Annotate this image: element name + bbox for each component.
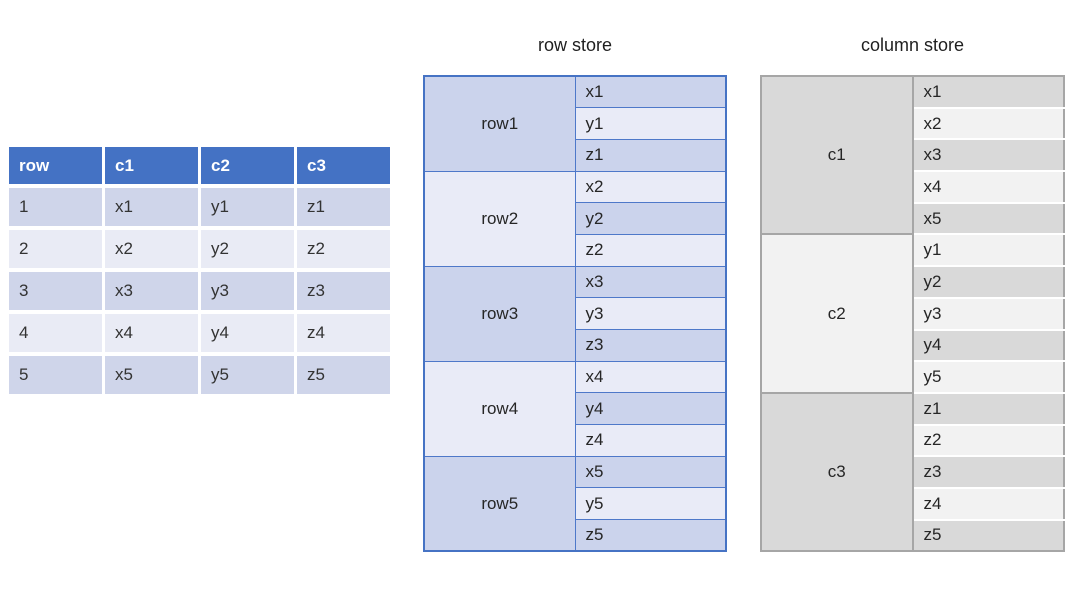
column-value-cell: z5 [911, 518, 1065, 553]
column-value-cell: z3 [911, 455, 1065, 489]
flat-table-cell: x1 [105, 188, 198, 226]
row-value-cell: x3 [574, 265, 727, 299]
flat-table-cell: y3 [201, 272, 294, 310]
flat-header-cell: row [9, 147, 102, 184]
row-value-cell: y3 [574, 297, 727, 330]
row-value-cell: y1 [574, 107, 727, 140]
column-value-cell: x5 [911, 201, 1065, 236]
column-value-cell: x3 [911, 138, 1065, 173]
column-value-cell: x2 [911, 106, 1065, 141]
flat-table-cell: y4 [201, 314, 294, 352]
column-value-cell: x1 [911, 75, 1065, 109]
row-value-cell: z1 [574, 138, 727, 172]
row-value-cell: z2 [574, 233, 727, 267]
column-store-table: c1 x1 x2 x3 x4 x5 c2 y1 y2 y3 y4 y5 c3 z… [760, 74, 1065, 553]
row-group-label: row5 [423, 455, 576, 552]
row-group-label: row1 [423, 75, 576, 172]
flat-table-cell: z5 [297, 356, 390, 394]
flat-table-cell: 1 [9, 188, 102, 226]
flat-header-cell: c3 [297, 147, 390, 184]
column-value-cell: z4 [911, 486, 1065, 521]
flat-table-cell: z3 [297, 272, 390, 310]
flat-header-cell: c2 [201, 147, 294, 184]
column-value-cell: y4 [911, 328, 1065, 363]
row-store-title: row store [537, 35, 613, 55]
source-table: row c1 c2 c3 1 x1 y1 z1 2 x2 y2 z2 3 x3 … [9, 147, 390, 394]
row-value-cell: y5 [574, 487, 727, 521]
row-value-cell: z3 [574, 329, 727, 362]
flat-table-cell: 5 [9, 356, 102, 394]
flat-table-cell: y1 [201, 188, 294, 226]
column-value-cell: y1 [911, 233, 1065, 268]
flat-table-cell: y2 [201, 230, 294, 268]
flat-table-cell: z1 [297, 188, 390, 226]
flat-table-cell: z2 [297, 230, 390, 268]
column-value-cell: z1 [911, 391, 1065, 426]
flat-table-cell: y5 [201, 356, 294, 394]
column-value-cell: z2 [911, 423, 1065, 458]
flat-table-cell: z4 [297, 314, 390, 352]
row-value-cell: y4 [574, 392, 727, 426]
row-group-label: row3 [423, 265, 576, 362]
flat-table-cell: 4 [9, 314, 102, 352]
row-value-cell: x5 [574, 455, 727, 489]
column-value-cell: x4 [911, 170, 1065, 204]
row-group-label: row2 [423, 170, 576, 267]
flat-table-cell: 2 [9, 230, 102, 268]
flat-table-cell: x5 [105, 356, 198, 394]
column-group-label: c1 [760, 74, 914, 236]
row-value-cell: x1 [574, 75, 727, 109]
column-value-cell: y5 [911, 360, 1065, 394]
row-value-cell: x4 [574, 360, 727, 394]
column-value-cell: y2 [911, 265, 1065, 299]
flat-table-cell: x4 [105, 314, 198, 352]
row-value-cell: z4 [574, 424, 727, 457]
flat-table-cell: 3 [9, 272, 102, 310]
column-value-cell: y3 [911, 296, 1065, 331]
row-group-label: row4 [423, 360, 576, 457]
column-group-label: c3 [760, 391, 914, 553]
row-value-cell: z5 [574, 519, 727, 552]
row-value-cell: x2 [574, 170, 727, 204]
column-group-label: c2 [760, 233, 914, 394]
flat-table-cell: x2 [105, 230, 198, 268]
flat-header-cell: c1 [105, 147, 198, 184]
flat-table-cell: x3 [105, 272, 198, 310]
row-store-table: row1 x1 y1 z1 row2 x2 y2 z2 row3 x3 y3 z… [423, 75, 727, 553]
row-value-cell: y2 [574, 202, 727, 235]
column-store-title: column store [860, 35, 965, 55]
